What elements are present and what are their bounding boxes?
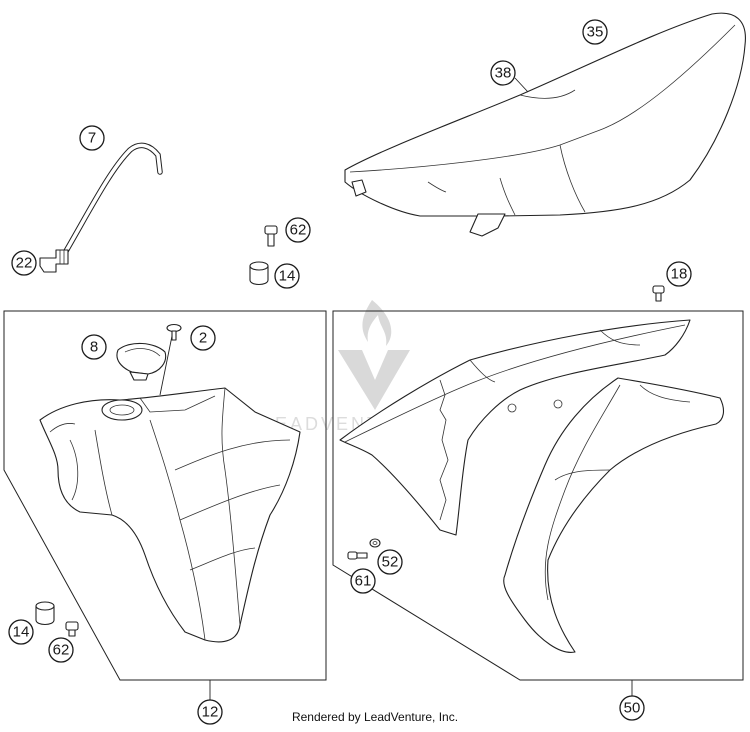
- shroud-group-frame: [332, 310, 744, 681]
- fuel-tank: [39, 387, 301, 643]
- callout-14-top: 14: [274, 263, 300, 289]
- fuel-hose: [59, 142, 163, 261]
- breather-valve: [159, 323, 182, 396]
- svg-text:12: 12: [202, 704, 219, 721]
- bolt-lower: [65, 621, 79, 637]
- svg-text:35: 35: [587, 24, 604, 41]
- svg-text:61: 61: [355, 573, 372, 590]
- spacer-lower: [35, 601, 55, 626]
- svg-text:22: 22: [16, 255, 33, 272]
- elbow-fitting: [39, 249, 69, 273]
- svg-text:14: 14: [279, 268, 296, 285]
- svg-text:62: 62: [53, 642, 70, 659]
- svg-text:2: 2: [199, 330, 207, 347]
- rendered-by-footer: Rendered by LeadVenture, Inc.: [291, 710, 459, 724]
- callout-62-top: 62: [285, 217, 311, 243]
- fuel-cap: [116, 342, 167, 381]
- callout-50: 50: [619, 695, 645, 721]
- bolt-18: [652, 285, 665, 302]
- callout-52: 52: [377, 549, 403, 575]
- callout-18: 18: [666, 261, 692, 287]
- leader-38: [514, 77, 529, 93]
- svg-text:14: 14: [13, 624, 30, 641]
- spacer-upper: [249, 261, 269, 286]
- svg-text:7: 7: [88, 130, 96, 147]
- callout-38: 38: [490, 60, 516, 86]
- callout-8: 8: [81, 334, 107, 360]
- bolt-upper: [264, 225, 278, 247]
- callout-62-bottom: 62: [48, 637, 74, 663]
- svg-text:8: 8: [90, 339, 98, 356]
- washer-52: [369, 538, 381, 548]
- svg-text:50: 50: [624, 700, 641, 717]
- bolt-61: [347, 551, 368, 560]
- tank-group-frame: [3, 310, 327, 681]
- svg-text:62: 62: [290, 222, 307, 239]
- seat: [344, 12, 746, 237]
- svg-text:38: 38: [495, 65, 512, 82]
- svg-text:52: 52: [382, 554, 399, 571]
- callout-14-bottom: 14: [8, 619, 34, 645]
- callout-7: 7: [79, 125, 105, 151]
- callout-22: 22: [11, 250, 37, 276]
- callout-2: 2: [190, 325, 216, 351]
- shroud-left: [339, 319, 691, 536]
- callout-61: 61: [350, 568, 376, 594]
- svg-text:18: 18: [671, 266, 688, 283]
- callout-12: 12: [197, 699, 223, 725]
- callout-35: 35: [582, 19, 608, 45]
- shroud-right: [503, 377, 725, 653]
